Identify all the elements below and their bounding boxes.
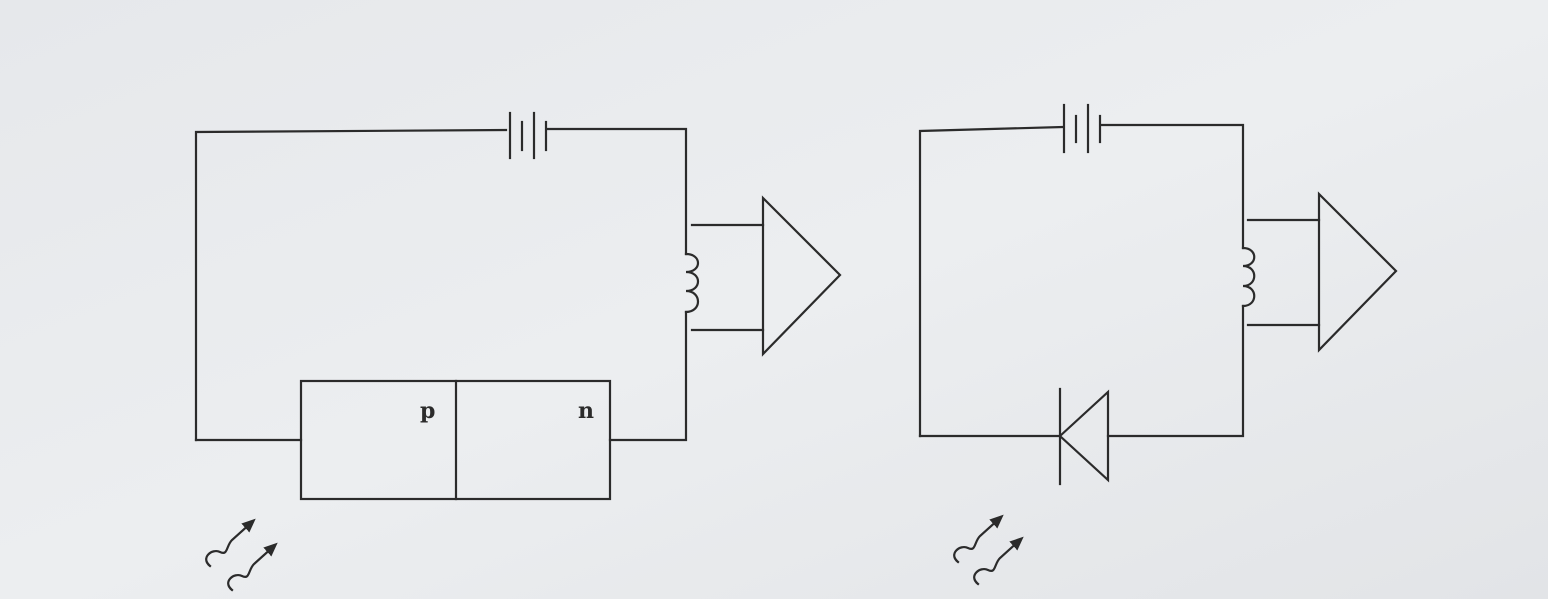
left-coil-icon [684, 252, 700, 314]
left-amplifier-icon [761, 195, 842, 357]
left-top-wire-left [194, 128, 508, 442]
left-light-icon [205, 518, 278, 592]
left-top-wire-right [546, 127, 688, 256]
right-amplifier-icon [1317, 191, 1398, 353]
left-right-wire-lower [608, 310, 688, 442]
left-pn-junction: p n [299, 379, 612, 501]
photodiode-icon [1058, 387, 1110, 486]
n-region-label: n [578, 398, 594, 424]
left-circuit: p n [194, 111, 842, 592]
right-top-wire-left [918, 125, 1064, 438]
right-coil-icon [1241, 246, 1256, 308]
p-region-label: p [420, 398, 435, 424]
right-battery-icon [1062, 103, 1102, 154]
right-circuit [918, 103, 1398, 586]
left-battery-icon [508, 111, 548, 160]
right-right-wire-lower [1106, 304, 1245, 438]
right-top-wire-right [1100, 123, 1245, 250]
right-light-icon [953, 514, 1024, 586]
